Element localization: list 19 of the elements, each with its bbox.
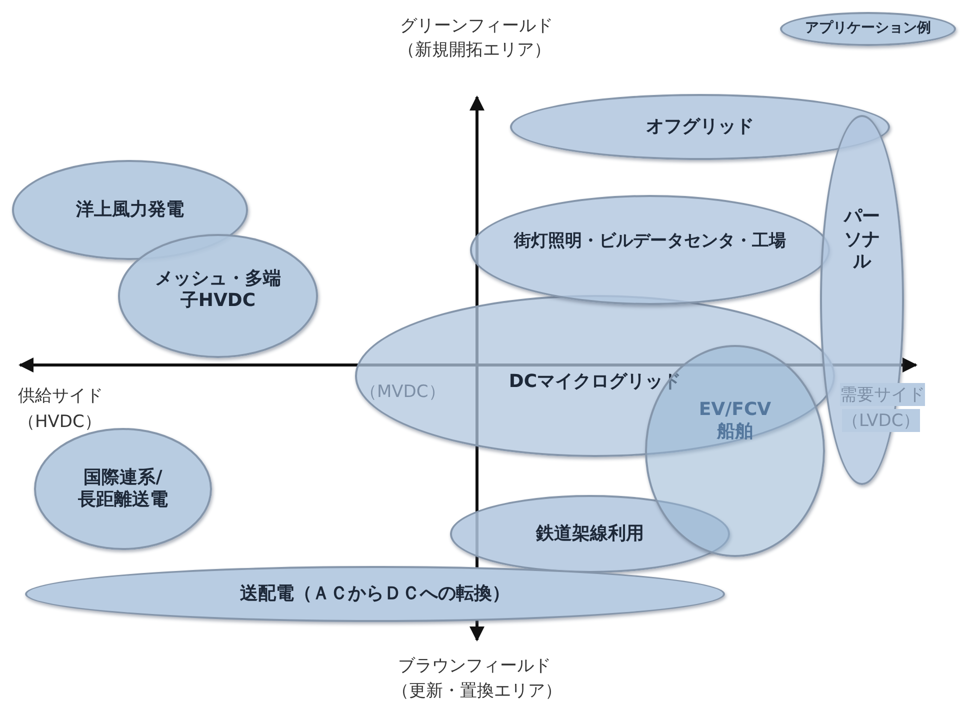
node-label: 鉄道架線利用 [536,522,644,546]
axis-label: （HVDC） [18,411,102,433]
node-label: 国際連系/長距離送電 [76,466,169,512]
node-label: パーソナル [842,206,881,274]
node-label: 送配電（ＡＣからＤＣへの転換） [240,582,510,606]
axis-label: （LVDC） [842,409,920,432]
node-label: オフグリッド [646,116,754,138]
axis-label: グリーンフィールド [400,15,553,37]
axis-label: （新規開拓エリア） [398,39,551,61]
axis-label: （更新・置換エリア） [392,680,562,702]
axis-label: ブラウンフィールド [398,655,551,677]
axis-label: 需要サイド [840,383,925,406]
axis-label: 供給サイド [18,385,103,407]
axis-label: （MVDC） [360,381,446,403]
node-label: メッシュ・多端子HVDC [154,268,282,312]
node-label: EV/FCV船舶 [698,398,772,444]
node-label: アプリケーション例 [805,20,931,38]
node-label: 街灯照明・ビルデータセンタ・工場 [514,231,786,253]
node-label: 洋上風力発電 [76,198,184,222]
